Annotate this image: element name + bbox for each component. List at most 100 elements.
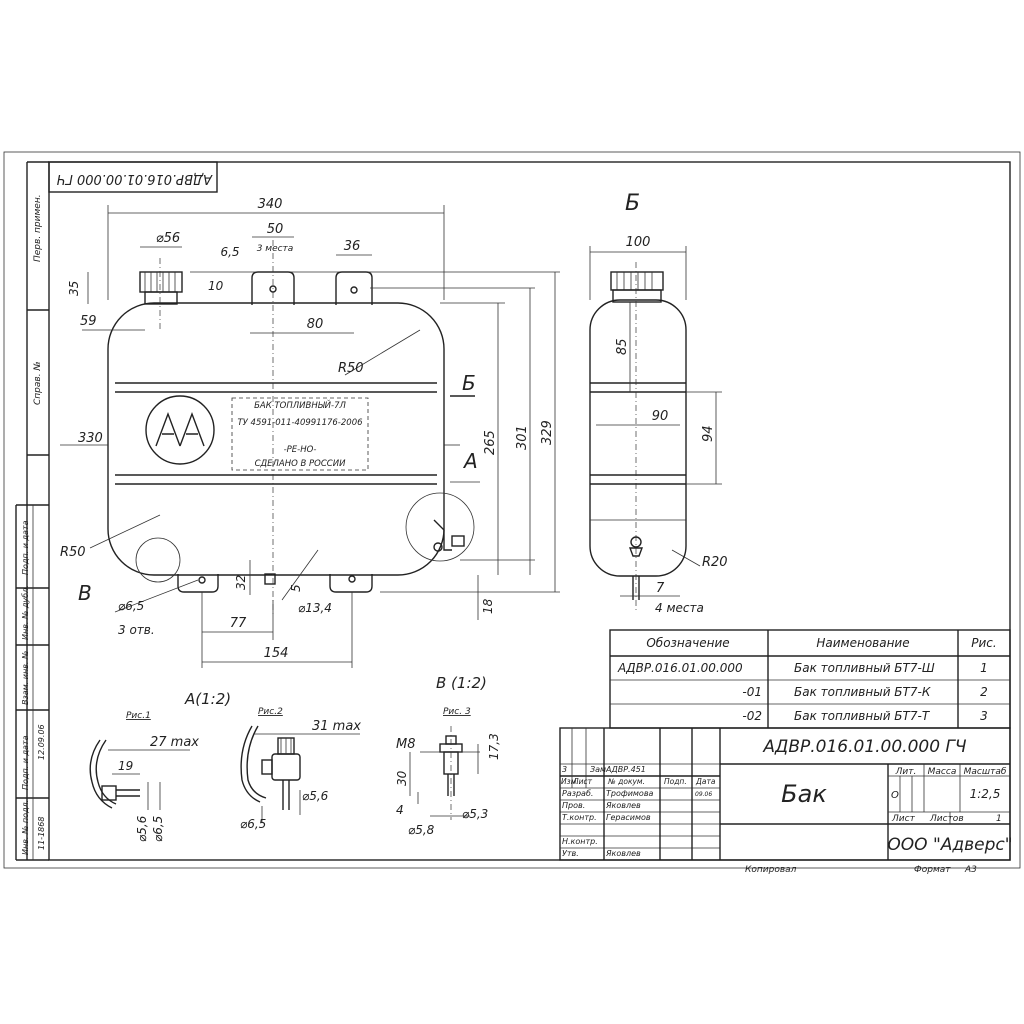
rev-type: Зам	[590, 765, 606, 774]
rev-head-sign: Подп.	[664, 777, 687, 786]
sheets-label: Листов	[929, 814, 964, 824]
title-block: 3 Зам АДВР.451 Изм. Лист № докум. Подп. …	[559, 727, 1013, 875]
nameplate-line-4: СДЕЛАНО В РОССИИ	[255, 459, 347, 469]
fig3-dim-d5-3: ⌀5,3	[462, 807, 488, 821]
frame-border	[48, 161, 1011, 861]
front-view: БАК ТОПЛИВНЫЙ-7Л ТУ 4591-011-40991176-20…	[60, 197, 560, 668]
detail-a-title: А(1:2)	[184, 690, 231, 708]
dim-35: 35	[67, 281, 81, 296]
sheet-label: Лист	[891, 814, 916, 824]
side-dim-r20: R20	[702, 555, 728, 570]
table-header-designation: Обозначение	[646, 636, 729, 650]
dim-340: 340	[258, 197, 283, 212]
dim-d6-5: ⌀6,5	[118, 599, 144, 613]
table-row-1-designation: АДВР.016.01.00.000	[617, 661, 743, 675]
fig2-dim-31max: 31 max	[312, 719, 361, 734]
role-tkontr: Т.контр.	[562, 813, 597, 822]
detail-v-circle	[135, 537, 181, 583]
rev-date-small: 09.06	[695, 791, 712, 798]
side-dim-100: 100	[626, 235, 651, 250]
dim-d13-4: ⌀13,4	[298, 601, 332, 615]
callout-v: В	[78, 581, 92, 605]
table-row-2-designation: -01	[742, 685, 762, 699]
strip-inv-dubl: Инв. № дубл.	[21, 585, 30, 640]
col-lit: Лит.	[895, 767, 917, 777]
left-strip: Перв. примен. Справ. № Подп. и дата Инв.…	[15, 161, 49, 861]
person-utv: Яковлев	[605, 849, 641, 858]
person-prov: Яковлев	[605, 801, 641, 810]
fig1-dim-d5-6: ⌀5,6	[135, 815, 149, 842]
fig2-dim-d5-6: ⌀5,6	[302, 789, 329, 803]
strip-podp-data-2: Подп. и дата	[21, 735, 30, 790]
role-utv: Утв.	[562, 849, 579, 858]
callout-a: А	[462, 449, 478, 473]
strip-date-value: 12.09.06	[37, 724, 46, 760]
title-designation: АДВР.016.01.00.000 ГЧ	[762, 737, 966, 757]
table-header-fig: Рис.	[971, 636, 996, 650]
strip-inv-value: 11-1868	[37, 817, 46, 850]
section-mark-b: Б	[462, 371, 476, 395]
fig3-dim-30: 30	[395, 770, 409, 786]
title-company: ООО "Адверс"	[887, 835, 1012, 855]
bottom-tab-1	[177, 574, 219, 593]
table-row-2-name: Бак топливный БТ7-К	[794, 685, 931, 699]
side-dim-4-places: 4 места	[655, 601, 704, 615]
col-scale: Масштаб	[964, 767, 1007, 777]
strip-podp-data-1: Подп. и дата	[21, 520, 30, 575]
fig3-label: Рис. 3	[443, 707, 471, 717]
dim-6-5: 6,5	[220, 245, 239, 259]
dim-d56: ⌀56	[156, 231, 180, 246]
rev-doc: АДВР.451	[605, 765, 646, 774]
side-dim-7: 7	[656, 581, 665, 596]
table-header-name: Наименование	[816, 636, 909, 650]
dim-59: 59	[80, 314, 97, 329]
dim-10: 10	[208, 279, 224, 293]
filler-cap	[139, 271, 183, 293]
role-razrab: Разраб.	[562, 789, 593, 798]
fig3-dim-17-3: 17,3	[487, 733, 501, 760]
fitting	[451, 535, 465, 547]
lit-value: О	[891, 790, 899, 801]
rev-head-date: Дата	[695, 777, 716, 786]
dim-5: 5	[289, 584, 303, 592]
rev-head-izm: Изм.	[561, 777, 579, 786]
fig2-fitting	[271, 753, 301, 781]
copied-label: Копировал	[745, 865, 797, 875]
dim-301: 301	[515, 425, 530, 450]
side-dim-85: 85	[615, 338, 630, 355]
dim-265: 265	[483, 430, 498, 455]
side-view: Б 100 85 90 94 R20 7 4 места	[589, 191, 728, 615]
dim-r50-top: R50	[338, 361, 364, 376]
fig1-dim-d6-5: ⌀6,5	[151, 816, 165, 842]
fig3-dim-m8: M8	[396, 737, 416, 752]
detail-v-title: В (1:2)	[436, 674, 487, 692]
sheet-outer-edge	[3, 151, 1021, 869]
dim-36: 36	[344, 239, 361, 254]
tank-body	[107, 302, 445, 576]
rev-head-list: Лист	[572, 777, 593, 786]
strip-sprav: Справ. №	[33, 361, 43, 405]
strip-vzam-inv: Взам. инв. №	[21, 651, 30, 705]
table-row-2-fig: 2	[980, 685, 988, 699]
fig1-wall	[89, 739, 113, 809]
bottom-tab-2	[329, 574, 373, 593]
table-row-3-fig: 3	[980, 709, 988, 723]
nameplate-line-2: ТУ 4591-011-40991176-2006	[237, 418, 363, 428]
table-row-1-name: Бак топливный БТ7-Ш	[794, 661, 935, 675]
fig2-label: Рис.2	[258, 707, 283, 717]
dim-50: 50	[267, 222, 284, 237]
person-tkontr: Герасимов	[606, 813, 651, 822]
table-row-3-name: Бак топливный БТ7-Т	[794, 709, 931, 723]
format-label: Формат	[914, 865, 951, 875]
fig2-wall	[240, 725, 261, 803]
dim-3-places: 3 места	[257, 244, 294, 254]
col-mass: Масса	[928, 767, 957, 777]
fig1-dim-19: 19	[118, 759, 133, 773]
fig1-dim-27max: 27 max	[150, 735, 199, 750]
strip-inv-podl: Инв. № подл.	[21, 800, 30, 855]
sheets-value: 1	[996, 814, 1002, 824]
mirrored-stamp: АДВР.016.01.00.000 ГЧ	[48, 161, 218, 193]
side-dim-94: 94	[701, 425, 716, 442]
role-nkontr: Н.контр.	[562, 837, 598, 846]
dim-77: 77	[230, 616, 247, 631]
